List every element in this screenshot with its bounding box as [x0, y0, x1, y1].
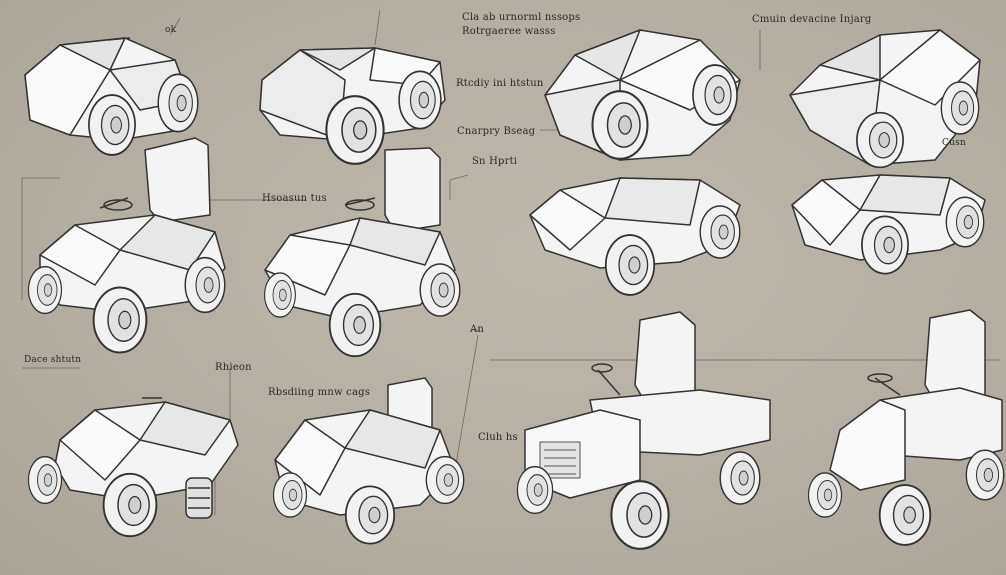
tractor-r3-c2 [272, 377, 465, 545]
tractor-r3-c3 [516, 311, 771, 550]
annotation-label: Rtcdiy ini htstun [456, 78, 544, 89]
annotation-label: Cusn [942, 138, 966, 148]
tractor-r2-c2 [263, 147, 461, 358]
tractor-r3-c1 [27, 397, 239, 538]
annotation-label: Cmuin devacine Injarg [752, 14, 872, 25]
tractor-r2-c1 [27, 137, 226, 354]
tractor-r3-c4 [807, 309, 1005, 546]
tractor-r1-c2 [259, 47, 446, 165]
annotation-label: Cluh hs [478, 432, 518, 443]
annotation-label: Sn Hprti [472, 156, 518, 167]
tractor-r1-c3 [544, 29, 741, 161]
annotation-label: ok [165, 25, 177, 35]
annotation-label: An [470, 324, 485, 335]
annotation-label: Rhieon [215, 362, 252, 373]
tractor-r2-c3 [529, 177, 741, 296]
tractor-r1-c1 [24, 37, 199, 156]
tractor-r2-c4 [791, 174, 986, 275]
annotation-label: Rotrgaeree wasss [462, 26, 556, 37]
tractor-r1-c4 [789, 29, 981, 169]
annotation-label: Rbsdiing mnw cags [268, 387, 371, 398]
annotation-label: Cnarpry Bseag [457, 126, 536, 137]
annotation-label: Cla ab urnorml nssops [462, 12, 581, 23]
annotation-label: Dace shtutn [24, 355, 82, 365]
annotation-label: Hsoasun tus [262, 193, 327, 204]
